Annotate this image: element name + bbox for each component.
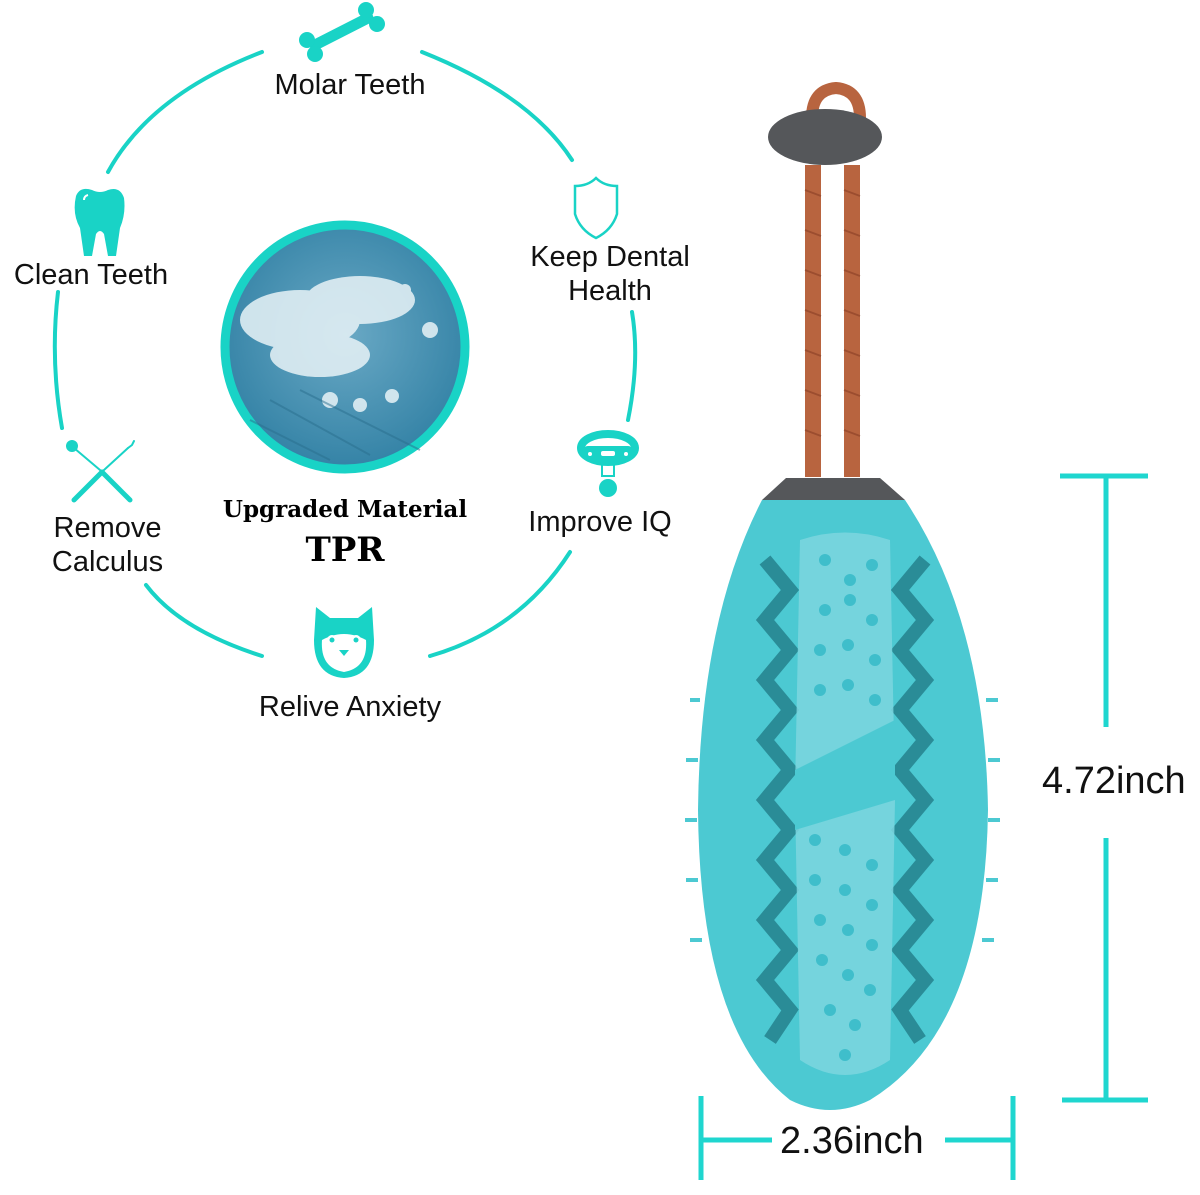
material-title: Upgraded Material <box>222 496 468 523</box>
feature-label-keep-dental-health: Keep Dental Health <box>505 240 715 308</box>
height-dimension-label: 4.72inch <box>1042 760 1186 802</box>
feature-label-line: Calculus <box>51 546 164 578</box>
material-name: TPR <box>305 530 385 570</box>
feature-label-improve-iq: Improve IQ <box>528 506 672 538</box>
feature-label-clean-teeth: Clean Teeth <box>13 259 169 291</box>
feature-label-relive-anxiety: Relive Anxiety <box>258 691 442 723</box>
feature-label-line: Health <box>568 275 652 307</box>
width-dimension-label: 2.36inch <box>780 1120 924 1162</box>
feature-label-remove-calculus: Remove Calculus <box>20 511 195 579</box>
feature-label-molar-teeth: Molar Teeth <box>274 69 426 101</box>
feature-label-line: Remove <box>53 512 162 544</box>
feature-label-line: Keep Dental <box>530 241 690 273</box>
